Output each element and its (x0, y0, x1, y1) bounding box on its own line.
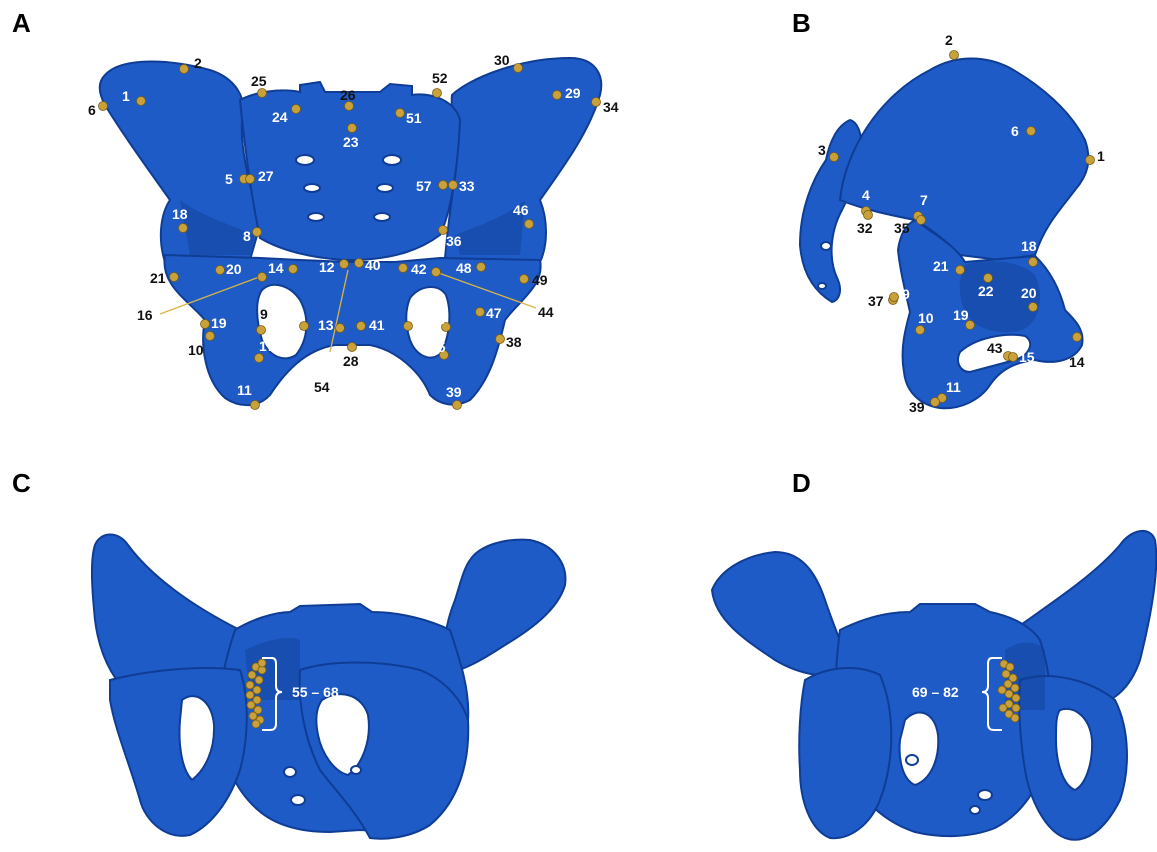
panel-b: B (792, 8, 1105, 415)
panel-d-range-label: 69 – 82 (912, 684, 959, 700)
label-b-19: 19 (953, 307, 969, 323)
label-a-41: 41 (369, 317, 385, 333)
label-a-44: 44 (538, 304, 554, 320)
label-a-39: 39 (446, 384, 462, 400)
label-b-43: 43 (987, 340, 1003, 356)
label-a-37: 37 (432, 311, 448, 327)
label-a-23: 23 (343, 134, 359, 150)
panel-b-bone (800, 58, 1088, 408)
label-a-33: 33 (459, 178, 475, 194)
label-a-36: 36 (446, 233, 462, 249)
label-b-4: 4 (862, 187, 870, 203)
label-b-3: 3 (818, 142, 826, 158)
label-a-57: 57 (416, 178, 432, 194)
label-a-13: 13 (318, 317, 334, 333)
label-a-46: 46 (513, 202, 529, 218)
label-a-5: 5 (225, 171, 233, 187)
label-b-7: 7 (920, 192, 928, 208)
label-b-14: 14 (1069, 354, 1085, 370)
label-a-16: 16 (137, 307, 153, 323)
panel-a: A (12, 8, 619, 410)
label-b-39: 39 (909, 399, 925, 415)
label-b-32: 32 (857, 220, 873, 236)
label-b-22: 22 (978, 283, 994, 299)
panel-c-range-label: 55 – 68 (292, 684, 339, 700)
label-a-19: 19 (211, 315, 227, 331)
label-b-37: 37 (868, 293, 884, 309)
panel-a-letter: A (12, 8, 31, 38)
label-a-29: 29 (565, 85, 581, 101)
label-a-12: 12 (319, 259, 335, 275)
label-a-49: 49 (532, 272, 548, 288)
label-a-48: 48 (456, 260, 472, 276)
label-b-18: 18 (1021, 238, 1037, 254)
label-a-34: 34 (603, 99, 619, 115)
label-a-14: 14 (268, 260, 284, 276)
panel-c-letter: C (12, 468, 31, 498)
label-a-20: 20 (226, 261, 242, 277)
label-a-2: 2 (194, 55, 202, 71)
label-b-35: 35 (894, 220, 910, 236)
label-b-9: 9 (902, 286, 910, 302)
label-a-52: 52 (432, 70, 448, 86)
label-a-47: 47 (486, 305, 502, 321)
panel-d-letter: D (792, 468, 811, 498)
label-b-10: 10 (918, 310, 934, 326)
label-b-20: 20 (1021, 285, 1037, 301)
label-a-8: 8 (243, 228, 251, 244)
label-b-1: 1 (1097, 148, 1105, 164)
label-a-43: 43 (411, 321, 427, 337)
label-a-26: 26 (340, 87, 356, 103)
label-a-25: 25 (251, 73, 267, 89)
label-a-45: 45 (430, 339, 446, 355)
label-b-21: 21 (933, 258, 949, 274)
label-a-18: 18 (172, 206, 188, 222)
label-a-42: 42 (411, 261, 427, 277)
label-a-28: 28 (343, 353, 359, 369)
label-a-24: 24 (272, 109, 288, 125)
label-a-54: 54 (314, 379, 330, 395)
label-a-27: 27 (258, 168, 274, 184)
label-a-17: 17 (259, 338, 275, 354)
label-b-11: 11 (946, 379, 961, 395)
label-a-51: 51 (406, 110, 422, 126)
label-a-10: 10 (188, 342, 204, 358)
label-a-15: 15 (283, 323, 299, 339)
label-a-40: 40 (365, 257, 381, 273)
panel-b-letter: B (792, 8, 811, 38)
label-b-15: 15 (1019, 349, 1035, 365)
label-b-6: 6 (1011, 123, 1019, 139)
label-a-21: 21 (150, 270, 166, 286)
panel-d: D 69 – (712, 468, 1156, 840)
label-a-6: 6 (88, 102, 96, 118)
label-a-11: 11 (237, 382, 252, 398)
label-a-38: 38 (506, 334, 522, 350)
label-b-2: 2 (945, 32, 953, 48)
label-a-30: 30 (494, 52, 510, 68)
panel-c: C 55 – (12, 468, 565, 839)
label-a-9: 9 (260, 306, 268, 322)
label-a-1: 1 (122, 88, 130, 104)
